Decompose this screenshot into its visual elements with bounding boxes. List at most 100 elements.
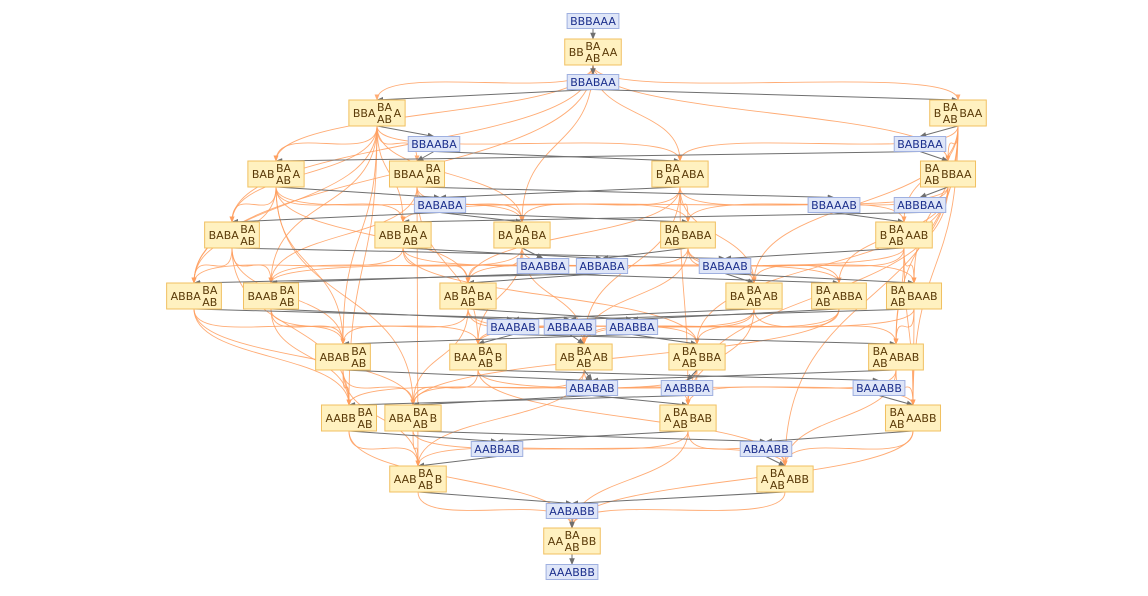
event-rule-input: BA (276, 162, 292, 175)
event-box (555, 343, 613, 371)
state-node[interactable]: BBABAA (566, 74, 620, 90)
event-rule-input: BA (585, 40, 601, 53)
state-label: BBAABA (411, 138, 457, 151)
event-prefix: A (673, 351, 681, 364)
state-node[interactable]: AABBAB (470, 441, 524, 457)
event-rule-input: BA (889, 406, 905, 419)
event-rule-output: AB (890, 296, 905, 309)
event-rule-input: BA (403, 223, 419, 236)
event-rule-output: AB (889, 418, 904, 431)
state-label: BAABBA (520, 260, 566, 273)
event-box (315, 343, 371, 371)
state-label: ABABAB (569, 382, 614, 395)
evolution-edge (416, 186, 835, 201)
state-node[interactable]: ABABBA (605, 319, 659, 335)
state-node[interactable]: AAABBB (545, 564, 599, 580)
event-rule-output: AB (357, 418, 372, 431)
state-node[interactable]: ABBBAA (893, 197, 947, 213)
event-prefix: B (934, 107, 942, 120)
event-rule-output: AB (478, 357, 493, 370)
event-rule-input: BA (890, 284, 906, 297)
state-node[interactable]: BBAABA (407, 136, 461, 152)
evolution-edge (193, 308, 571, 323)
event-rule-output: AB (279, 296, 294, 309)
evolution-edge (631, 308, 840, 322)
event-box (320, 404, 378, 432)
evolution-edge (417, 456, 498, 469)
event-rule-input: BA (924, 162, 940, 175)
causal-edge (893, 308, 915, 345)
state-node[interactable]: BBBAAA (566, 13, 620, 29)
event-box (725, 282, 783, 310)
causal-edge (694, 308, 840, 345)
state-node[interactable]: ABBABA (575, 258, 629, 274)
state-label: ABBAAB (547, 321, 593, 334)
state-node[interactable]: BAABBA (516, 258, 570, 274)
state-node[interactable]: ABAABB (739, 441, 793, 457)
event-box (388, 160, 446, 188)
causal-edge (193, 308, 416, 406)
state-node[interactable]: AABABB (545, 503, 599, 519)
state-label: BBBAAA (570, 15, 616, 28)
state-node[interactable]: AABBBA (660, 380, 714, 396)
causal-edge (191, 125, 378, 284)
state-node[interactable]: BAABAB (486, 319, 540, 335)
event-prefix: BAAB (247, 290, 277, 303)
event-prefix: ABB (379, 229, 402, 242)
state-node[interactable]: ABABAB (565, 380, 619, 396)
evolution-edge (467, 273, 603, 286)
state-box (566, 74, 620, 90)
evolution-edge (592, 89, 959, 103)
state-box (545, 503, 599, 519)
event-box (449, 343, 507, 371)
state-label: BBABAA (570, 76, 616, 89)
state-node[interactable]: ABBAAB (543, 319, 597, 335)
event-rule-output: AB (585, 52, 600, 65)
state-node[interactable]: BBAAAB (807, 197, 861, 213)
state-node[interactable]: BABABA (413, 197, 467, 213)
causal-edge (191, 247, 233, 284)
state-node[interactable]: BABBAA (893, 136, 947, 152)
evolution-edge (467, 308, 633, 322)
state-box (566, 13, 620, 29)
state-node[interactable]: BABAAB (698, 258, 752, 274)
event-suffix: ABB (786, 473, 809, 486)
event-box (439, 282, 497, 310)
event-prefix: AAB (394, 473, 417, 486)
evolution-edge (402, 212, 921, 225)
event-suffix: A (293, 168, 301, 181)
event-rule-input: BA (889, 223, 905, 236)
state-node[interactable]: BAAABB (852, 380, 906, 396)
